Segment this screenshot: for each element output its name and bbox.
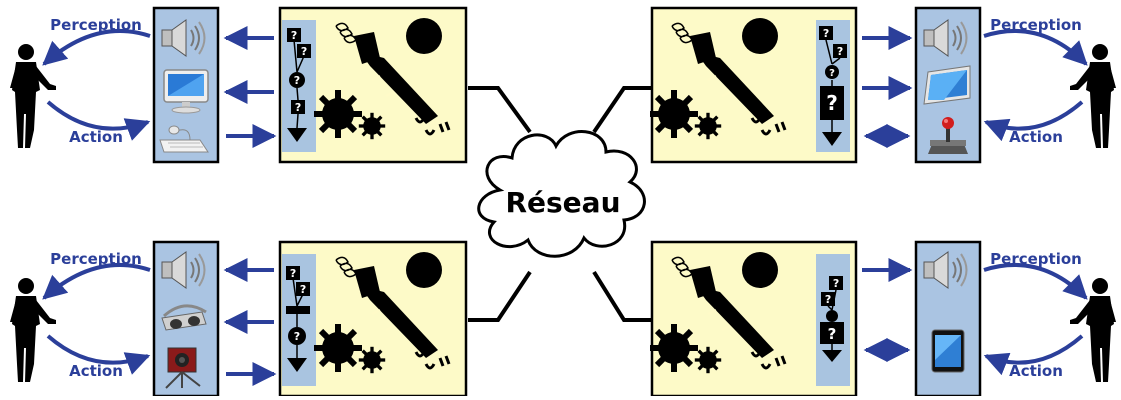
action-label: Action — [1009, 362, 1063, 380]
decision-tree-icon: ? — [286, 266, 310, 372]
ipad-icon — [931, 329, 965, 373]
action-arrow — [983, 100, 1084, 142]
svg-text:?: ? — [826, 91, 838, 115]
svg-text:?: ? — [828, 325, 837, 343]
tablet-screen-icon — [923, 65, 971, 105]
person-silhouette — [1070, 278, 1116, 382]
perception-arrow — [983, 28, 1088, 66]
person-silhouette — [1070, 44, 1116, 148]
perception-arrow — [42, 262, 151, 300]
quadrant-top-right: ? ? Perception Action — [650, 6, 1116, 164]
decision-tree-icon: ? — [287, 28, 311, 142]
action-label: Action — [69, 362, 123, 380]
action-arrow — [983, 334, 1084, 376]
svg-text:?: ? — [829, 68, 835, 79]
action-arrow — [46, 100, 151, 141]
perception-label: Perception — [50, 16, 142, 34]
quadrant-bottom-left: Perception Action ? — [10, 240, 468, 398]
perception-arrow — [983, 262, 1088, 300]
network-label: Réseau — [505, 186, 620, 219]
svg-text:?: ? — [294, 74, 300, 87]
svg-text:?: ? — [294, 330, 300, 343]
action-arrow — [46, 334, 151, 375]
decision-tree-icon: ? ? — [819, 26, 847, 146]
quadrant-top-left: Perception Action ? — [10, 6, 468, 164]
quadrant-bottom-right: ? Perception Action — [650, 240, 1116, 398]
action-label: Action — [1009, 128, 1063, 146]
action-label: Action — [69, 128, 123, 146]
network-cloud — [477, 130, 646, 258]
network-links — [468, 86, 654, 322]
perception-arrow — [42, 28, 151, 66]
perception-label: Perception — [50, 250, 142, 268]
camera-rig-icon — [165, 347, 201, 389]
decision-tree-icon: ? — [820, 276, 844, 362]
